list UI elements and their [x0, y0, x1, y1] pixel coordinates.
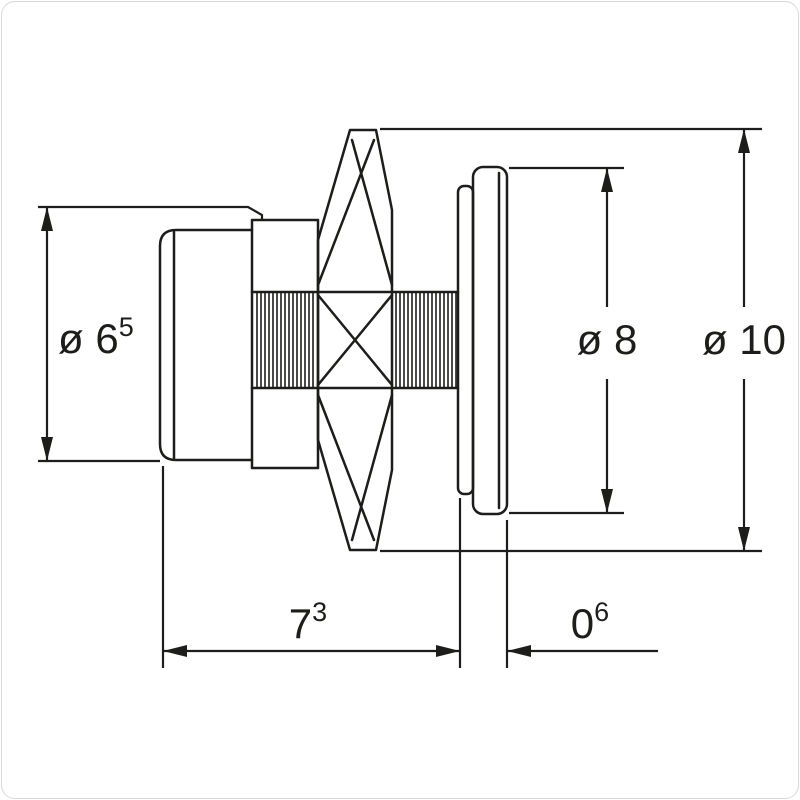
arrowhead-down-icon [601, 489, 613, 513]
flange-disc [471, 165, 509, 516]
dimension-label: ø 65 [58, 312, 134, 362]
label-base: 7 [289, 600, 312, 647]
arrowhead-down-icon [738, 527, 750, 551]
arrowhead-down-icon [41, 437, 53, 461]
thread-hatching-left [256, 292, 314, 388]
arrowhead-up-icon [41, 207, 53, 231]
push-button-cap [158, 228, 254, 462]
label-base: ø 10 [702, 316, 786, 363]
extension-lines [380, 127, 762, 553]
arrowhead-right-icon [436, 645, 460, 657]
dimension-button-diameter: ø 65 [38, 205, 264, 463]
arrowhead-up-icon [601, 168, 613, 192]
label-base: 0 [571, 600, 594, 647]
label-base: ø 8 [577, 316, 638, 363]
dimension-crown-diameter: ø 10 [380, 127, 786, 553]
dimension-disc-diameter: ø 8 [509, 166, 638, 515]
arrowhead-left-icon [163, 645, 187, 657]
dimension-label: ø 8 [577, 316, 638, 363]
mounting-crown-rib-lines [316, 138, 394, 542]
label-base: ø 6 [58, 315, 119, 362]
extension-lines [509, 166, 624, 515]
threaded-shaft-outline [250, 290, 460, 390]
dimension-installation-depth: 73 [161, 466, 462, 668]
part-view [158, 128, 509, 552]
mounting-crown-outline [316, 128, 394, 552]
arrowhead-up-icon [738, 129, 750, 153]
extension-lines [38, 205, 264, 463]
dimension-label: 73 [289, 597, 327, 647]
dimension-label: 06 [571, 597, 609, 647]
dimension-label: ø 10 [702, 316, 786, 363]
arrowhead-left-icon [507, 645, 531, 657]
label-superscript: 6 [594, 597, 609, 627]
label-superscript: 3 [312, 597, 327, 627]
label-superscript: 5 [119, 312, 134, 342]
extension-lines [161, 466, 462, 668]
dimension-protrusion: 06 [505, 520, 658, 668]
